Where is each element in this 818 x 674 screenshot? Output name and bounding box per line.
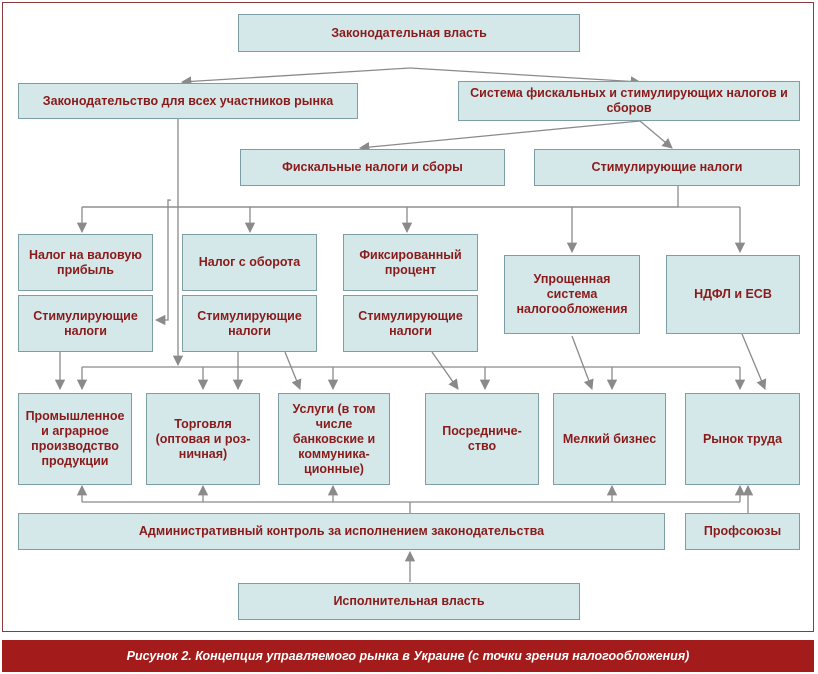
arrow-legislative-law bbox=[180, 67, 411, 87]
diagram-frame bbox=[2, 2, 814, 632]
node-tax-system: Система фискальных и стимулирующих налог… bbox=[458, 81, 800, 121]
bus-stimulating bbox=[82, 186, 679, 208]
node-admin: Административный контроль за исполнением… bbox=[18, 513, 665, 550]
arrow-system-fiscal bbox=[358, 120, 641, 153]
node-fixed-pct: Фиксированный процент bbox=[343, 234, 478, 291]
node-ndfl: НДФЛ и ЕСВ bbox=[666, 255, 800, 334]
node-stim-3: Стимулирующие налоги bbox=[343, 295, 478, 352]
node-labor: Рынок труда bbox=[685, 393, 800, 485]
arrow-legislative-system bbox=[409, 67, 642, 87]
node-intermediary: Посредниче-ство bbox=[425, 393, 539, 485]
node-profit-tax: Налог на валовую прибыль bbox=[18, 234, 153, 291]
figure-caption: Рисунок 2. Концепция управляемого рынка … bbox=[2, 640, 814, 672]
node-law-all: Законодательство для всех участников рын… bbox=[18, 83, 358, 119]
arrow-fiscal-stim1 bbox=[154, 199, 171, 326]
arrow-system-stimulating bbox=[639, 120, 673, 149]
node-executive: Исполнительная власть bbox=[238, 583, 580, 620]
node-industry: Промышленное и аграрное производство про… bbox=[18, 393, 132, 485]
node-stimulating: Стимулирующие налоги bbox=[534, 149, 800, 186]
node-simplified: Упрощенная система налогообложения bbox=[504, 255, 640, 334]
node-services: Услуги (в том числе банковские и коммуни… bbox=[278, 393, 390, 485]
node-small-biz: Мелкий бизнес bbox=[553, 393, 666, 485]
node-turnover-tax: Налог с оборота bbox=[182, 234, 317, 291]
node-stim-1: Стимулирующие налоги bbox=[18, 295, 153, 352]
node-unions: Профсоюзы bbox=[685, 513, 800, 550]
node-fiscal: Фискальные налоги и сборы bbox=[240, 149, 505, 186]
node-stim-2: Стимулирующие налоги bbox=[182, 295, 317, 352]
node-legislative: Законодательная власть bbox=[238, 14, 580, 52]
node-trade: Торговля (оптовая и роз-ничная) bbox=[146, 393, 260, 485]
